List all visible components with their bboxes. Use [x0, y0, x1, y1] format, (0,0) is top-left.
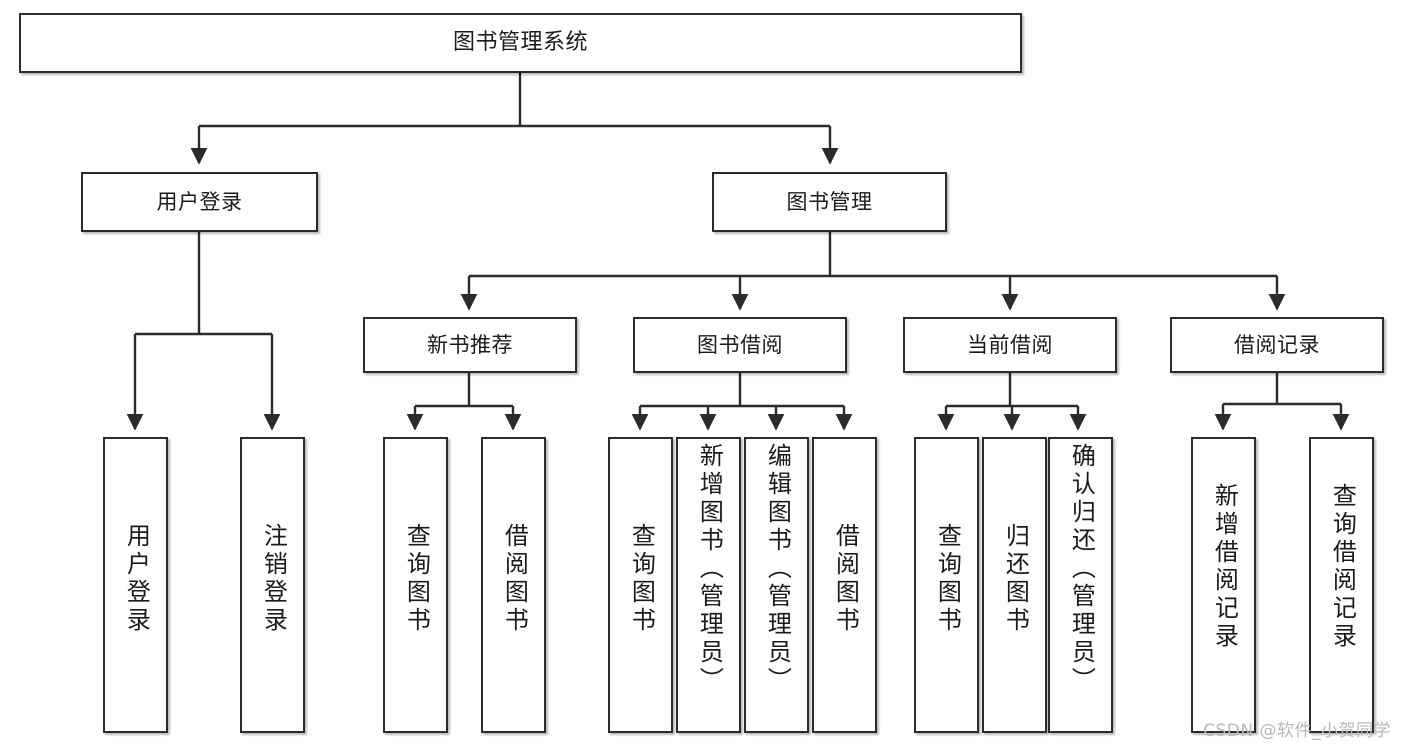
node-label: 新书推荐	[427, 332, 513, 357]
node-label: 当前借阅	[967, 332, 1053, 357]
leaf-query-book-current[interactable]: 查询图书	[914, 437, 979, 733]
node-book-borrow[interactable]: 图书借阅	[633, 317, 847, 373]
leaf-return-book[interactable]: 归还图书	[982, 437, 1047, 733]
node-label: 用户登录	[122, 523, 151, 635]
node-label: 借阅记录	[1234, 332, 1320, 357]
node-label: 查询图书	[402, 523, 431, 635]
leaf-edit-book-admin[interactable]: 编辑图书（管理员）	[744, 437, 809, 733]
leaf-query-borrow-record[interactable]: 查询借阅记录	[1309, 437, 1374, 733]
node-current-borrow[interactable]: 当前借阅	[903, 317, 1117, 373]
node-borrow-record[interactable]: 借阅记录	[1170, 317, 1384, 373]
leaf-confirm-return-admin[interactable]: 确认归还（管理员）	[1048, 437, 1113, 733]
node-label: 归还图书	[1001, 523, 1030, 635]
node-label: 查询借阅记录	[1328, 483, 1357, 651]
node-new-book-recommend[interactable]: 新书推荐	[363, 317, 577, 373]
node-book-management[interactable]: 图书管理	[712, 172, 947, 232]
node-root-system[interactable]: 图书管理系统	[19, 13, 1022, 73]
csdn-watermark: CSDN @软件_小贺同学	[1203, 721, 1391, 741]
leaf-borrow-book-recommend[interactable]: 借阅图书	[481, 437, 546, 733]
node-label: 借阅图书	[500, 523, 529, 635]
leaf-add-borrow-record[interactable]: 新增借阅记录	[1191, 437, 1256, 733]
node-label: 用户登录	[156, 189, 243, 214]
leaf-user-login[interactable]: 用户登录	[103, 437, 168, 733]
node-label: 注销登录	[259, 523, 288, 635]
leaf-user-logout[interactable]: 注销登录	[240, 437, 305, 733]
node-label: 图书借阅	[697, 332, 783, 357]
leaf-borrow-book[interactable]: 借阅图书	[812, 437, 877, 733]
leaf-add-book-admin[interactable]: 新增图书（管理员）	[676, 437, 741, 733]
node-label: 确认归还（管理员）	[1067, 443, 1096, 695]
node-label: 借阅图书	[831, 523, 860, 635]
leaf-query-book-borrow[interactable]: 查询图书	[608, 437, 673, 733]
node-label: 新增图书（管理员）	[695, 443, 724, 695]
node-label: 查询图书	[933, 523, 962, 635]
node-label: 编辑图书（管理员）	[763, 443, 792, 695]
node-label: 新增借阅记录	[1210, 483, 1239, 651]
node-user-login[interactable]: 用户登录	[81, 172, 318, 232]
node-label: 查询图书	[627, 523, 656, 635]
leaf-query-book-recommend[interactable]: 查询图书	[383, 437, 448, 733]
node-label: 图书管理	[786, 189, 873, 214]
node-label: 图书管理系统	[452, 30, 588, 56]
